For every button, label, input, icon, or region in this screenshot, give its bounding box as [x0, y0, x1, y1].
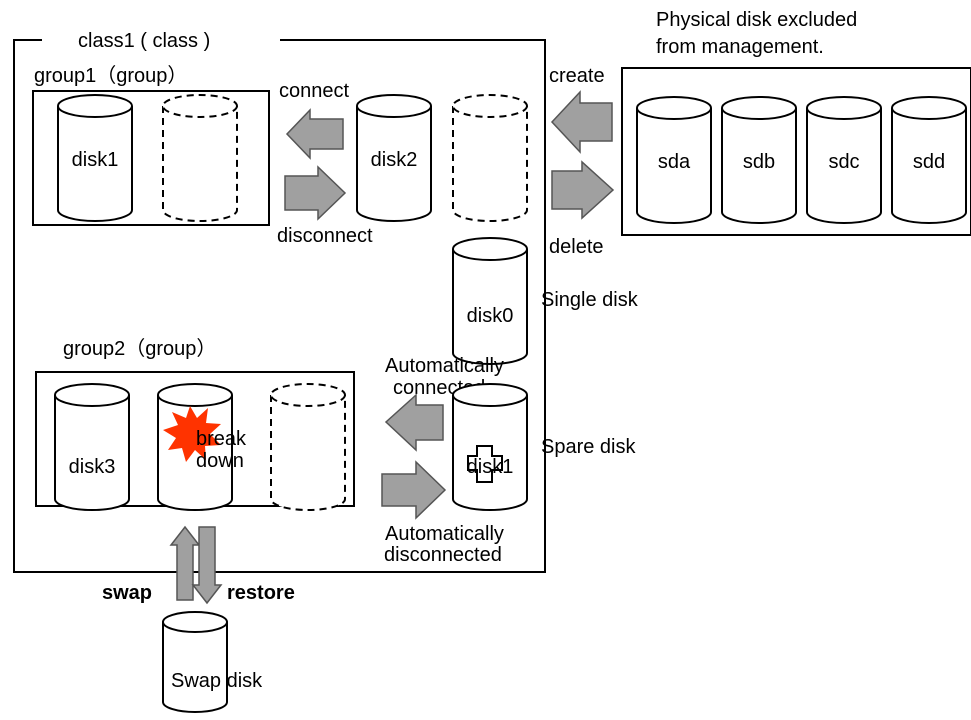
sdd-label: sdd	[913, 151, 945, 173]
spare-cross-icon	[467, 445, 503, 483]
swap-label: swap	[102, 582, 152, 604]
class1-box	[13, 39, 546, 573]
sda-label: sda	[658, 151, 691, 173]
disk3-label: disk3	[69, 456, 116, 478]
empty-slot-group2	[270, 383, 346, 511]
class1-title: class1 ( class )	[78, 30, 210, 52]
sdb-label: sdb	[743, 151, 775, 173]
delete-arrow	[551, 160, 615, 220]
connect-label: connect	[279, 80, 349, 102]
breakdown-burst-icon	[163, 406, 221, 462]
swap-disk-label: Swap disk	[171, 670, 263, 692]
empty-slot-group1	[162, 94, 238, 222]
auto-disconnected-line2: disconnected	[384, 544, 502, 566]
restore-label: restore	[227, 582, 295, 604]
group2-label: group2（group）	[63, 337, 216, 360]
breakdown-label-line2: down	[196, 450, 244, 472]
delete-label: delete	[549, 236, 604, 258]
sdc-label: sdc	[828, 151, 859, 173]
restore-arrow	[191, 526, 223, 605]
auto-disconnected-line1: Automatically	[385, 523, 504, 545]
disk2-label: disk2	[371, 149, 418, 171]
disk1-label: disk1	[72, 149, 119, 171]
empty-slot-upper	[452, 94, 528, 222]
disk3-cylinder	[54, 383, 130, 511]
disconnect-label: disconnect	[277, 225, 373, 247]
single-disk-label: Single disk	[541, 289, 639, 311]
disk0-cylinder	[452, 237, 528, 365]
disk0-label: disk0	[467, 305, 514, 327]
create-arrow	[550, 90, 613, 154]
spare-disk-name: disk1	[467, 456, 514, 478]
spare-disk-label: Spare disk	[541, 436, 636, 458]
disconnect-arrow	[284, 165, 347, 221]
connect-arrow	[285, 108, 344, 160]
swap-disk-cylinder	[162, 611, 228, 713]
physical-caption-line2: from management.	[656, 36, 824, 58]
physical-caption-line1: Physical disk excluded	[656, 9, 857, 31]
auto-connect-arrow	[384, 393, 444, 452]
group1-label: group1（group）	[34, 64, 187, 87]
auto-disconnect-arrow	[381, 460, 447, 520]
auto-connected-line1: Automatically	[385, 355, 504, 377]
create-label: create	[549, 65, 605, 87]
swap-arrow	[169, 525, 201, 601]
breakdown-label-line1: break	[196, 428, 247, 450]
